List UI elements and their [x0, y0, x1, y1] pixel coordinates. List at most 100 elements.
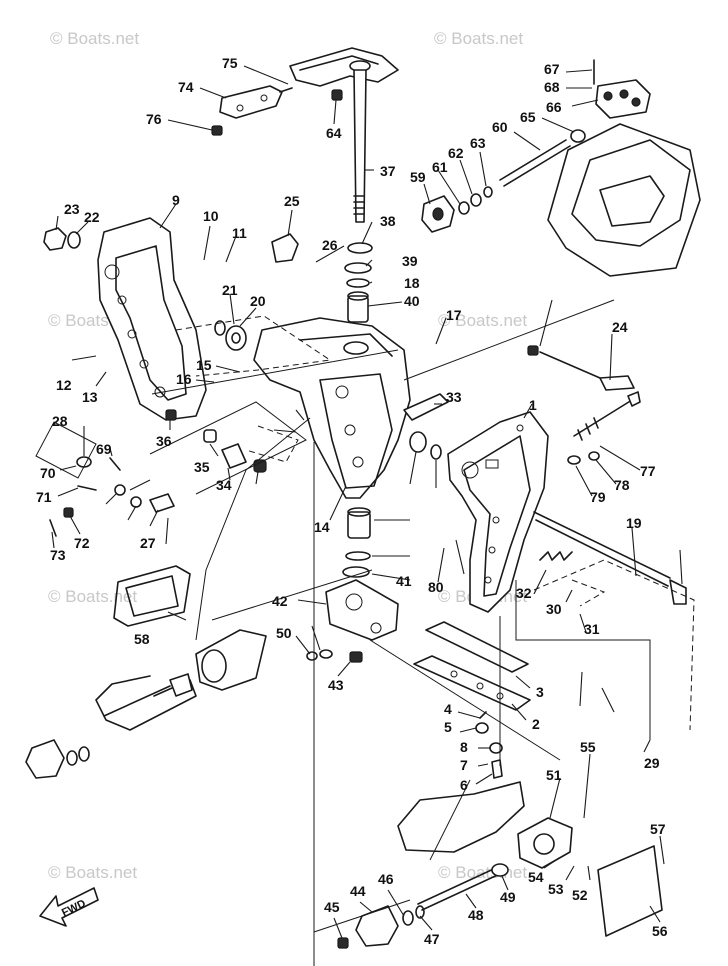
callout-65: 65 — [520, 109, 536, 125]
callout-24: 24 — [612, 319, 628, 335]
callout-69: 69 — [96, 441, 112, 457]
callout-51: 51 — [546, 767, 562, 783]
washer-50 — [306, 651, 318, 661]
callout-74: 74 — [178, 79, 194, 95]
rubber-mount-left — [25, 739, 90, 779]
callout-33: 33 — [446, 389, 462, 405]
spring-32 — [539, 551, 573, 561]
plate-2-3 — [413, 621, 531, 711]
callout-71: 71 — [36, 489, 52, 505]
callout-21: 21 — [222, 282, 238, 298]
callout-9: 9 — [172, 192, 180, 208]
callout-11: 11 — [232, 225, 247, 241]
watermark: © Boats.net — [48, 587, 137, 606]
lever-24 — [539, 351, 635, 391]
guide-line — [313, 899, 411, 933]
washer-79 — [567, 455, 581, 465]
callout-54: 54 — [528, 869, 544, 885]
dashed-bracket — [571, 579, 606, 607]
ring-18-lower — [345, 551, 371, 561]
guide-line — [211, 569, 373, 621]
callout-76: 76 — [146, 111, 162, 127]
callout-19: 19 — [626, 515, 642, 531]
callout-labels: 1 2 3 4 5 6 7 8 9 10 11 12 13 14 15 16 1… — [36, 55, 668, 947]
fwd-label: FWD — [60, 898, 88, 920]
watermark: © Boats.net — [438, 311, 527, 330]
mount-59 — [421, 195, 455, 233]
callout-16: 16 — [176, 371, 192, 387]
callout-31: 31 — [584, 621, 600, 637]
washer-61 — [458, 201, 470, 215]
callout-25: 25 — [284, 193, 300, 209]
bushing-35 — [203, 429, 217, 443]
shaft-48 — [417, 863, 509, 911]
steering-shaft — [353, 69, 367, 223]
callout-77: 77 — [640, 463, 656, 479]
guide-line — [515, 580, 651, 740]
callout-38: 38 — [380, 213, 396, 229]
callout-63: 63 — [470, 135, 486, 151]
nut-76 — [211, 125, 223, 136]
bracket-line — [149, 401, 307, 495]
leader-lines — [51, 65, 683, 939]
callout-39: 39 — [402, 253, 418, 269]
callout-3: 3 — [536, 684, 544, 700]
callout-8: 8 — [460, 739, 468, 755]
shaft-60 — [499, 129, 586, 187]
callout-6: 6 — [460, 777, 468, 793]
callout-27: 27 — [140, 535, 156, 551]
bushing-20 — [225, 325, 247, 351]
nut-43 — [349, 651, 363, 663]
callout-73: 73 — [50, 547, 66, 563]
steering-arm — [289, 47, 399, 87]
callout-5: 5 — [444, 719, 452, 735]
bolt-73 — [49, 519, 57, 537]
callout-14: 14 — [314, 519, 330, 535]
callout-55: 55 — [580, 739, 596, 755]
callout-34: 34 — [216, 477, 232, 493]
fwd-arrow: FWD — [39, 887, 99, 927]
washer-41 — [342, 566, 370, 578]
callout-20: 20 — [250, 293, 266, 309]
callout-10: 10 — [203, 208, 219, 224]
callout-37: 37 — [380, 163, 396, 179]
motor-cover — [547, 123, 701, 277]
lower-cowling — [397, 781, 525, 853]
watermark: © Boats.net — [50, 29, 139, 48]
callout-46: 46 — [378, 871, 394, 887]
callout-67: 67 — [544, 61, 560, 77]
sleeve-27 — [149, 493, 175, 513]
rubber-mount-44 — [355, 905, 425, 947]
callout-80: 80 — [428, 579, 444, 595]
callout-43: 43 — [328, 677, 344, 693]
pin-69 — [109, 457, 121, 471]
callout-61: 61 — [432, 159, 448, 175]
nut-64 — [331, 89, 343, 101]
washer-21 — [214, 320, 226, 336]
washer-26-left — [130, 496, 142, 508]
mount-51 — [517, 817, 573, 869]
watermark: © Boats.net — [438, 863, 527, 882]
bracket-74 — [219, 85, 283, 119]
callout-79: 79 — [590, 489, 606, 505]
washer-70 — [76, 456, 92, 468]
ring-18 — [346, 278, 370, 288]
dashed-bracket — [245, 425, 299, 463]
washer-39 — [344, 262, 372, 274]
bracket-line — [35, 421, 97, 479]
bracket-loop — [95, 675, 197, 731]
callout-57: 57 — [650, 821, 666, 837]
rod-19 — [533, 511, 687, 605]
washer-21-right — [430, 444, 442, 460]
callout-56: 56 — [652, 923, 668, 939]
callout-49: 49 — [500, 889, 516, 905]
callout-68: 68 — [544, 79, 560, 95]
callout-28: 28 — [52, 413, 68, 429]
callout-45: 45 — [324, 899, 340, 915]
clamp-bracket-left — [97, 217, 207, 421]
callout-75: 75 — [222, 55, 238, 71]
collar-34 — [221, 443, 247, 469]
bolt-75 — [279, 87, 293, 93]
callout-32: 32 — [516, 585, 532, 601]
